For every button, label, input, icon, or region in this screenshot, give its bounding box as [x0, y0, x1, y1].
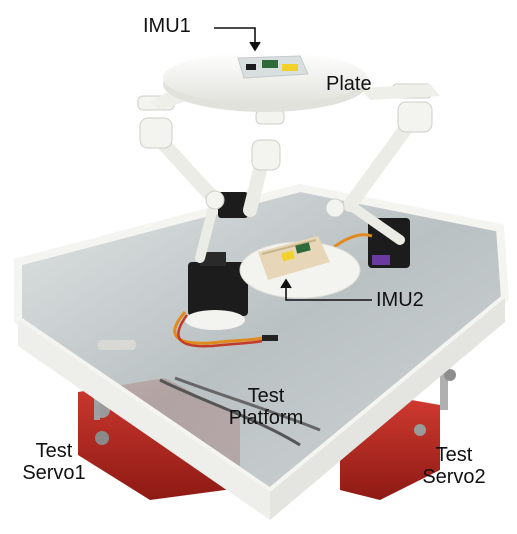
test-servo2-label-line1: Test — [435, 444, 473, 466]
test-servo1-label: Test Servo1 — [14, 440, 94, 484]
platform-servo-left — [185, 252, 248, 330]
platform-servo-back — [218, 192, 248, 218]
linkage-arms — [153, 113, 419, 263]
test-servo2-label: Test Servo2 — [412, 444, 496, 488]
imu2-arrow — [280, 278, 372, 301]
plate-label: Plate — [326, 73, 372, 95]
top-plate — [150, 52, 440, 112]
imu1-arrow — [214, 27, 261, 52]
imu2-label: IMU2 — [376, 289, 424, 311]
imu2-board — [239, 236, 361, 299]
test-platform-label: Test Platform — [216, 385, 316, 429]
test-servo1-label-line2: Servo1 — [22, 462, 86, 484]
imu1-board — [237, 55, 309, 79]
test-platform-label-line1: Test — [247, 385, 285, 407]
test-platform-label-line2: Platform — [228, 407, 304, 429]
test-servo1-label-line1: Test — [35, 440, 73, 462]
imu1-label: IMU1 — [143, 15, 191, 37]
test-servo2-label-line2: Servo2 — [422, 466, 486, 488]
